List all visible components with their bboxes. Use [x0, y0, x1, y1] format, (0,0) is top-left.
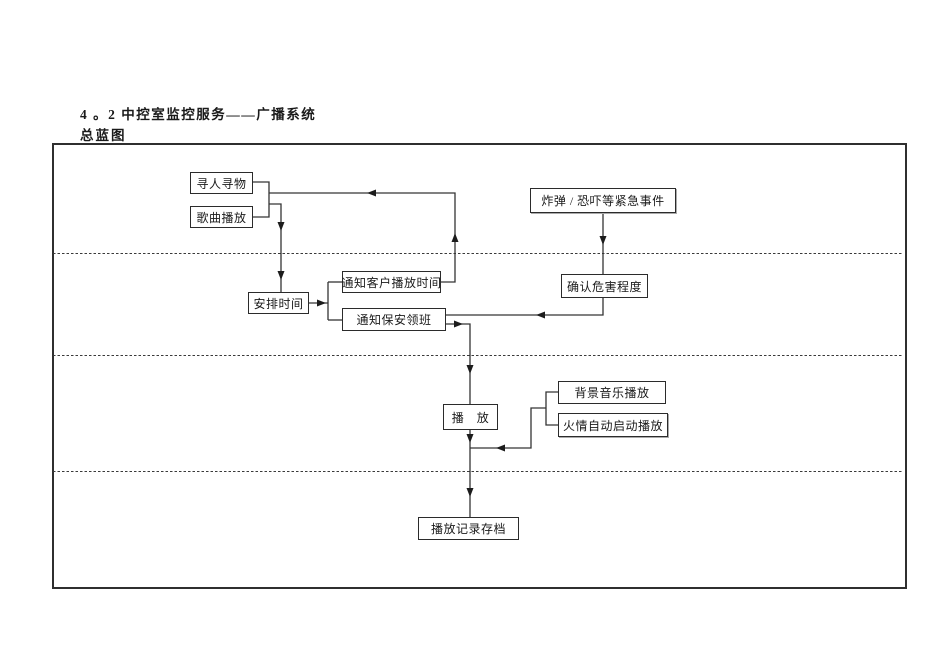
node-emergency-event: 炸弹 / 恐吓等紧急事件 — [530, 188, 676, 213]
flowchart-frame — [52, 143, 907, 589]
node-confirm-harm: 确认危害程度 — [561, 274, 648, 298]
node-bgm-play: 背景音乐播放 — [558, 381, 666, 404]
blueprint-label: 总蓝图 — [80, 128, 127, 143]
node-song-play: 歌曲播放 — [190, 206, 253, 228]
node-notify-customer: 通知客户播放时间 — [342, 271, 441, 293]
node-fire-auto-play: 火情自动启动播放 — [558, 413, 668, 437]
node-archive: 播放记录存档 — [418, 517, 519, 540]
node-arrange-time: 安排时间 — [248, 292, 309, 314]
node-notify-security: 通知保安领班 — [342, 308, 446, 331]
node-play: 播 放 — [443, 404, 498, 430]
section-title: 4 。2 中控室监控服务——广播系统 — [80, 107, 317, 122]
node-find-person: 寻人寻物 — [190, 172, 253, 194]
